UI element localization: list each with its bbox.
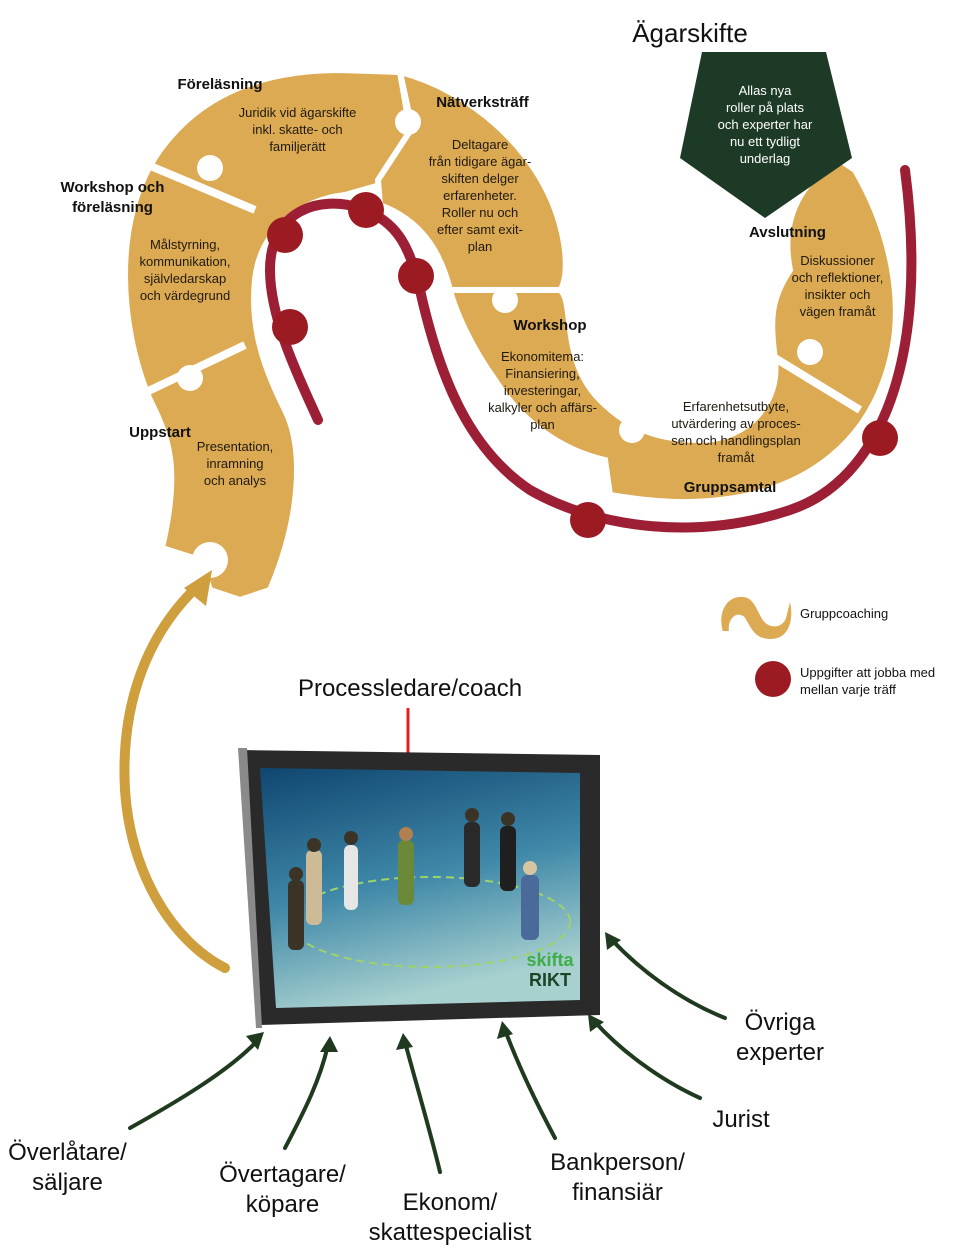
legend-puzzle-label: Gruppcoaching	[800, 606, 889, 621]
task-dot	[398, 258, 434, 294]
stage-desc-gruppsamtal: Erfarenhetsutbyte,utvärdering av proces-…	[671, 399, 801, 465]
task-dot	[348, 192, 384, 228]
participant-arrows	[128, 938, 727, 1174]
final-box-text: Allas nya roller på plats och experter h…	[717, 83, 813, 166]
participant-bank: Bankperson/finansiär	[550, 1149, 685, 1206]
participant-ekonom: Ekonom/skattespecialist	[368, 1189, 532, 1246]
puzzle-lower-u	[446, 156, 899, 506]
final-pentagon	[680, 52, 852, 218]
participant-arrowheads	[246, 932, 621, 1052]
task-dot	[267, 217, 303, 253]
stage-title-workshop: Workshop	[513, 317, 587, 334]
task-dot	[862, 420, 898, 456]
stage-title-avslutning: Avslutning	[749, 224, 826, 241]
legend-dot-icon	[755, 661, 791, 697]
task-dot	[272, 309, 308, 345]
participant-overtagare: Övertagare/köpare	[219, 1161, 346, 1218]
monitor	[238, 748, 600, 1028]
stage-title-natverk: Nätverksträff	[436, 94, 529, 111]
stage-title-uppstart: Uppstart	[129, 424, 191, 441]
gold-arrow	[119, 579, 230, 973]
stage-title-forelasning: Föreläsning	[177, 76, 263, 93]
stage-desc-workshop: Ekonomitema:Finansiering,investeringar,k…	[488, 349, 597, 432]
task-path	[264, 165, 917, 533]
task-dot	[570, 502, 606, 538]
legend-puzzle-icon	[719, 594, 794, 642]
stage-title-gruppsamtal: Gruppsamtal	[683, 479, 777, 496]
coach-label: Processledare/coach	[297, 675, 523, 702]
puzzle-natverk	[374, 67, 569, 293]
diagram-title: Ägarskifte	[632, 18, 748, 48]
participant-jurist: Jurist	[712, 1106, 770, 1133]
screen-logo: skifta RIKT	[526, 950, 574, 990]
participant-overlatare: Överlåtare/säljare	[8, 1139, 127, 1196]
stage-desc-workshop-forelasning: Målstyrning,kommunikation,självledarskap…	[139, 237, 231, 303]
